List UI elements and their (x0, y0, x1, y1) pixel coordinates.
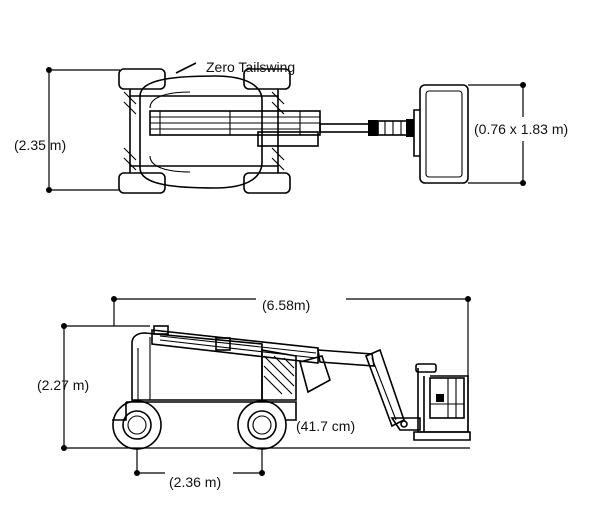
top-width-label: (2.35 m) (14, 137, 66, 153)
side-knuckle (299, 355, 331, 394)
side-boom-link (153, 325, 169, 335)
tailswing-label: Zero Tailswing (206, 59, 295, 75)
tailswing-indicator (175, 62, 197, 74)
top-jib-mount (406, 119, 414, 137)
side-clearance-label: (41.7 cm) (296, 418, 355, 434)
top-jib-joint (368, 120, 378, 136)
top-boom-lines (150, 111, 320, 135)
side-height-label: (2.27 m) (37, 377, 89, 393)
top-platform-bracket (413, 109, 420, 157)
top-tire-front-left (243, 68, 291, 90)
side-main-boom (151, 329, 319, 364)
side-view-drawing (112, 325, 471, 450)
side-wheelbase-dimension (134, 449, 265, 476)
side-wheelbase-label: (2.36 m) (169, 474, 221, 490)
side-jib-lower (390, 417, 421, 431)
side-height-dimension (61, 323, 470, 451)
top-platform-dimension (468, 82, 526, 186)
side-riser (261, 349, 297, 401)
top-jib-rotator-lines (384, 121, 402, 135)
side-jib-pivot (400, 420, 408, 428)
top-platform-inner (425, 90, 463, 178)
side-riser-hatch (263, 355, 295, 395)
side-platform-floor (413, 431, 471, 441)
side-wheel-rear (112, 400, 162, 450)
side-platform-rails (430, 378, 464, 418)
top-turntable-body (139, 75, 263, 189)
side-chassis (112, 401, 297, 421)
side-length-label: (6.58m) (262, 297, 310, 313)
side-boom-cylinder (215, 337, 231, 351)
side-platform-control-block (436, 394, 444, 402)
top-turntable-inner (149, 91, 191, 173)
top-chassis-frame (129, 89, 279, 173)
side-length-dimension (111, 296, 471, 432)
top-view-drawing (118, 62, 469, 194)
top-axle-hatch (123, 91, 285, 171)
side-jib-inner (371, 357, 397, 421)
top-tire-front-right (243, 172, 291, 194)
side-turntable-detail (137, 337, 151, 400)
top-platform (419, 84, 469, 184)
side-turntable-body (131, 332, 263, 401)
top-boom-counterweight (257, 131, 319, 147)
side-platform-control (429, 377, 465, 419)
top-tire-rear-left (118, 68, 166, 90)
top-jib (319, 123, 371, 133)
side-platform-top (415, 363, 437, 373)
side-wheel-front (237, 400, 287, 450)
top-width-dimension (46, 67, 120, 193)
side-upper-boom (317, 349, 375, 367)
side-jib (364, 348, 405, 428)
top-platform-label: (0.76 x 1.83 m) (474, 121, 568, 137)
